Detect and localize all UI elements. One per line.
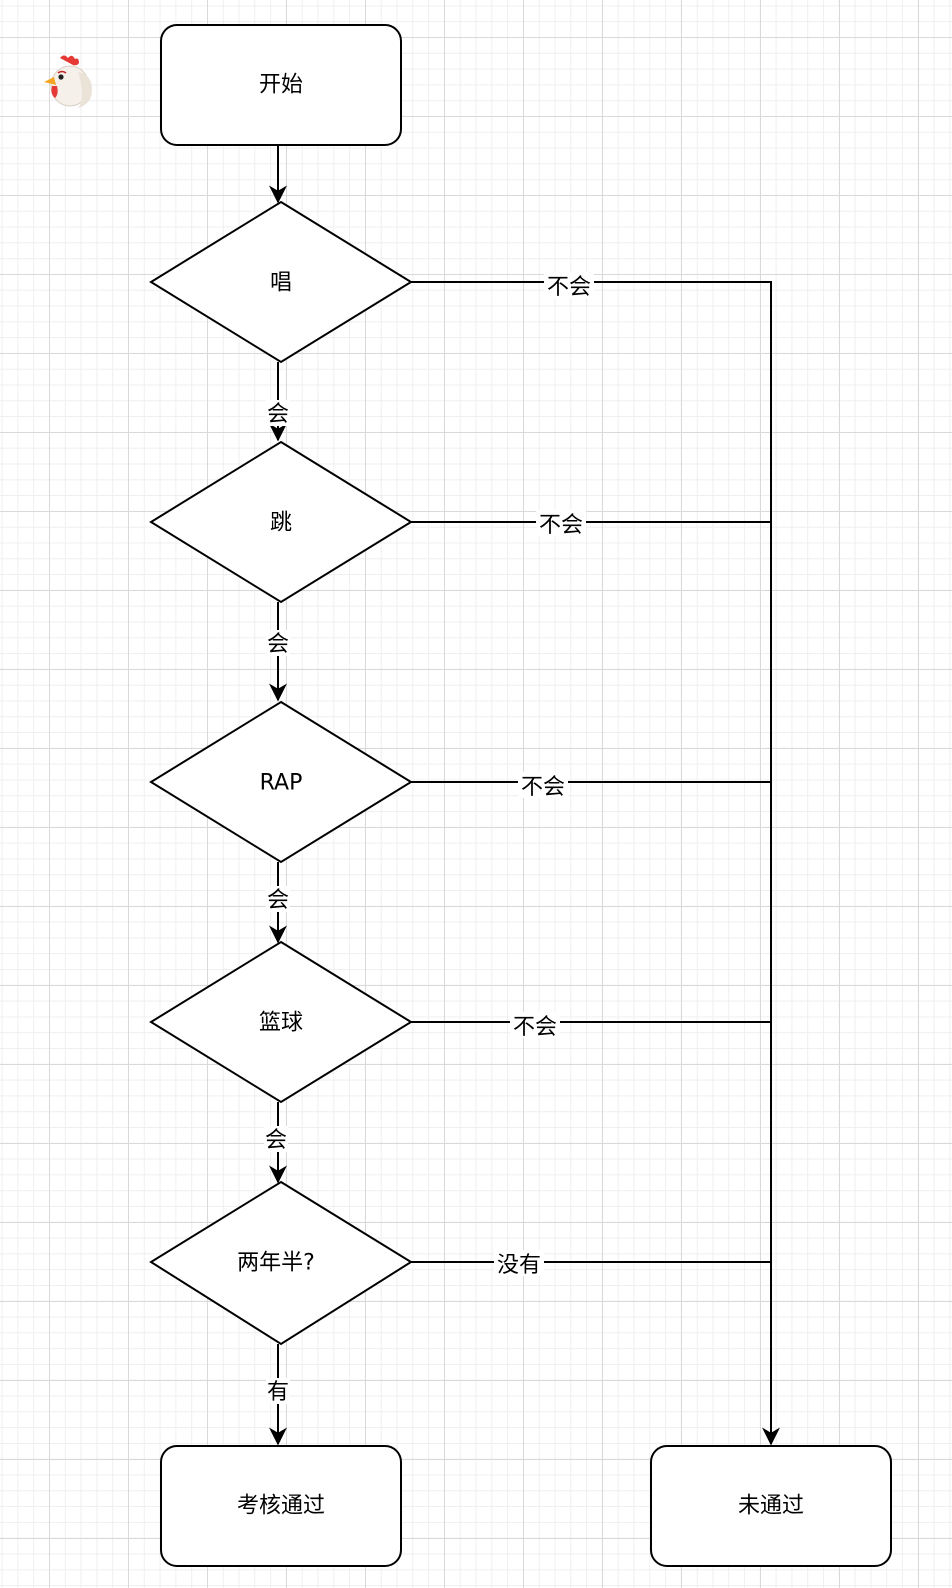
node-fail[interactable]: 未通过: [650, 1445, 892, 1567]
edge-label-dance-yes: 会: [266, 630, 290, 657]
node-start[interactable]: 开始: [160, 24, 402, 146]
svg-text:有: 有: [267, 1380, 289, 1405]
node-pass[interactable]: 考核通过: [160, 1445, 402, 1567]
svg-text:两年半?: 两年半?: [237, 1251, 315, 1276]
svg-text:会: 会: [267, 888, 289, 913]
svg-text:开始: 开始: [259, 73, 303, 98]
svg-text:不会: 不会: [521, 775, 565, 800]
svg-text:没有: 没有: [497, 1253, 541, 1278]
svg-text:唱: 唱: [270, 271, 292, 296]
svg-text:跳: 跳: [270, 511, 292, 536]
svg-text:会: 会: [267, 402, 289, 427]
node-decision-basketball[interactable]: 篮球: [149, 940, 413, 1104]
svg-text:不会: 不会: [539, 513, 583, 538]
svg-text:未通过: 未通过: [738, 1494, 804, 1519]
node-decision-sing[interactable]: 唱: [149, 200, 413, 364]
edge-label-sing-yes: 会: [266, 400, 290, 427]
svg-text:不会: 不会: [547, 275, 591, 300]
svg-text:篮球: 篮球: [259, 1011, 303, 1036]
edge-label-sing-no: 不会: [544, 272, 594, 300]
rooster-icon: [44, 55, 92, 108]
svg-text:RAP: RAP: [260, 771, 303, 796]
svg-text:不会: 不会: [513, 1015, 557, 1040]
edge-label-rap-yes: 会: [266, 886, 290, 913]
edge-sing-fail: [410, 281, 780, 1446]
edge-label-rap-no: 不会: [518, 772, 568, 800]
edge-label-twohalf-yes: 有: [266, 1378, 290, 1405]
node-decision-dance[interactable]: 跳: [149, 440, 413, 604]
edge-label-dance-no: 不会: [536, 510, 586, 538]
edge-label-basketball-yes: 会: [264, 1126, 288, 1153]
node-decision-rap[interactable]: RAP: [149, 700, 413, 864]
edge-label-twohalf-no: 没有: [494, 1250, 544, 1278]
svg-text:会: 会: [265, 1128, 287, 1153]
svg-text:考核通过: 考核通过: [237, 1494, 325, 1519]
edge-label-basketball-no: 不会: [510, 1012, 560, 1040]
svg-text:会: 会: [267, 632, 289, 657]
node-decision-two-and-half[interactable]: 两年半?: [149, 1180, 413, 1346]
